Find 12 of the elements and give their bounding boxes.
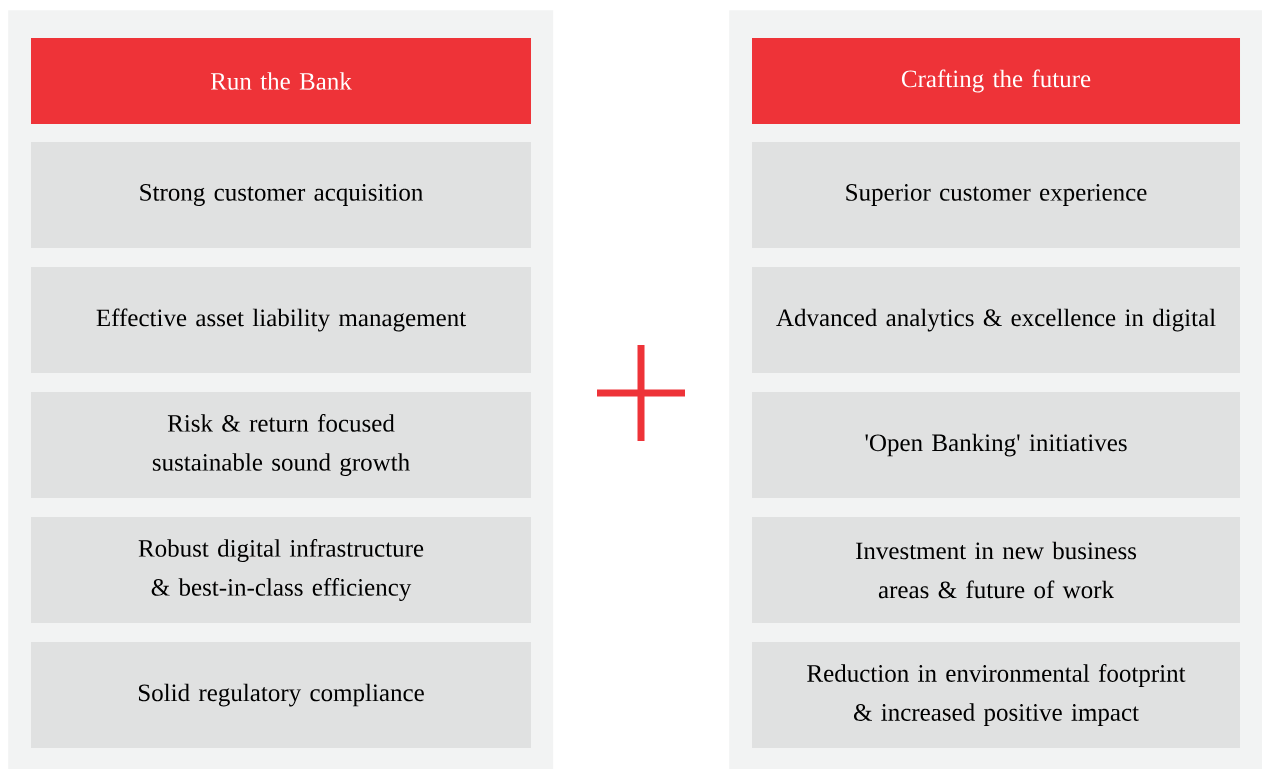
text-box: 'Open Banking' initiatives xyxy=(752,392,1240,498)
text-box: Risk & return focused sustainable sound growth xyxy=(31,392,531,498)
text-box: Reduction in environmental footprint & increased positive impact xyxy=(752,642,1240,748)
header-box: Crafting the future xyxy=(752,38,1240,124)
text-box: Effective asset liability management xyxy=(31,267,531,373)
text-box: Solid regulatory compliance xyxy=(31,642,531,748)
text-box: Investment in new business areas & future of work xyxy=(752,517,1240,623)
header-box: Run the Bank xyxy=(31,38,531,124)
text-box: Superior customer experience xyxy=(752,142,1240,248)
text-box: Advanced analytics & excellence in digital xyxy=(752,267,1240,373)
text-box: Robust digital infrastructure & best-in-class efficiency xyxy=(31,517,531,623)
text-box: Strong customer acquisition xyxy=(31,142,531,248)
